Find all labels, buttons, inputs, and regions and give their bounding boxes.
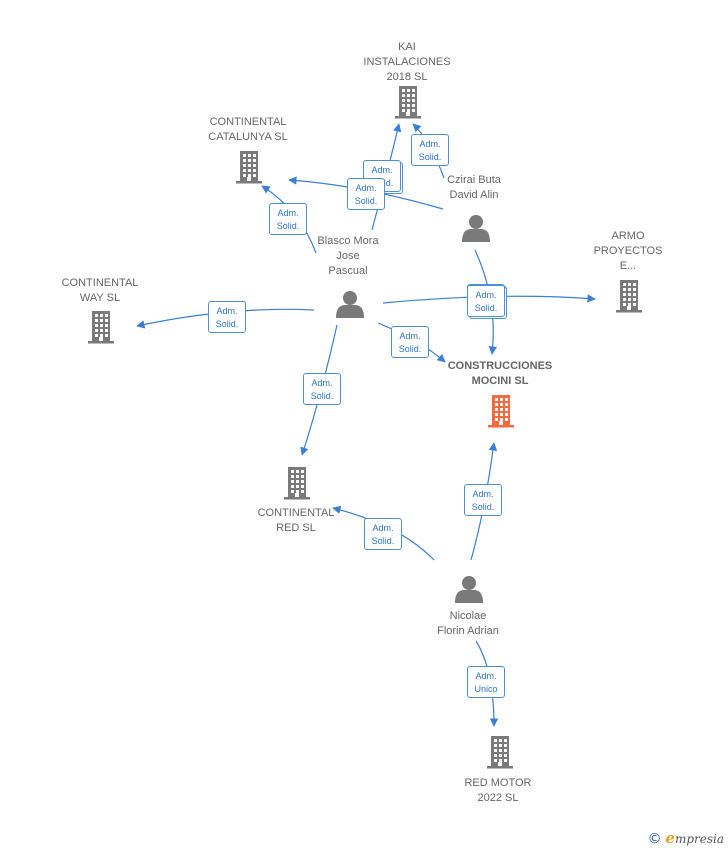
relation-badge[interactable]: Adm. Unico: [467, 666, 505, 698]
node-label-mocini[interactable]: CONSTRUCCIONES MOCINI SL: [447, 360, 553, 387]
building-icon-mocini[interactable]: [488, 395, 514, 428]
node-label-kai[interactable]: KAI INSTALACIONES 2018 SL: [363, 41, 451, 83]
relation-badge[interactable]: Adm. Solid.: [364, 518, 402, 550]
building-icon-armo[interactable]: [616, 280, 642, 313]
node-label-armo[interactable]: ARMO PROYECTOS E...: [593, 230, 663, 272]
node-label-red[interactable]: CONTINENTAL RED SL: [257, 507, 335, 534]
building-icon-way[interactable]: [88, 311, 114, 344]
relation-badge[interactable]: Adm. Solid.: [464, 484, 502, 516]
building-icon-catalunya[interactable]: [236, 151, 262, 184]
relation-badge[interactable]: Adm. Solid.: [467, 285, 505, 317]
node-label-blasco[interactable]: Blasco Mora Jose Pascual: [317, 235, 379, 277]
building-icon-kai[interactable]: [395, 86, 421, 119]
node-label-czirai[interactable]: Czirai Buta David Alin: [447, 174, 501, 201]
building-icon-red[interactable]: [284, 467, 310, 500]
node-label-way[interactable]: CONTINENTAL WAY SL: [61, 277, 139, 304]
relation-badge[interactable]: Adm. Solid.: [347, 178, 385, 210]
person-icon-blasco[interactable]: [336, 291, 364, 318]
node-label-redmotor[interactable]: RED MOTOR 2022 SL: [464, 777, 532, 804]
relation-badge[interactable]: Adm. Solid.: [411, 134, 449, 166]
person-icon-czirai[interactable]: [462, 215, 490, 242]
relation-badge[interactable]: Adm. Solid.: [208, 301, 246, 333]
copyright-icon: ©: [647, 831, 662, 847]
building-icon-redmotor[interactable]: [487, 736, 513, 769]
person-icon-nicolae[interactable]: [455, 576, 483, 603]
node-label-nicolae[interactable]: Nicolae Florin Adrian: [437, 610, 499, 637]
relation-badge[interactable]: Adm. Solid.: [391, 326, 429, 358]
relation-badge[interactable]: Adm. Solid.: [303, 373, 341, 405]
empresia-logo: © empresia: [647, 829, 724, 847]
node-label-catalunya[interactable]: CONTINENTAL CATALUNYA SL: [208, 116, 288, 143]
relation-badge[interactable]: Adm. Solid.: [269, 203, 307, 235]
